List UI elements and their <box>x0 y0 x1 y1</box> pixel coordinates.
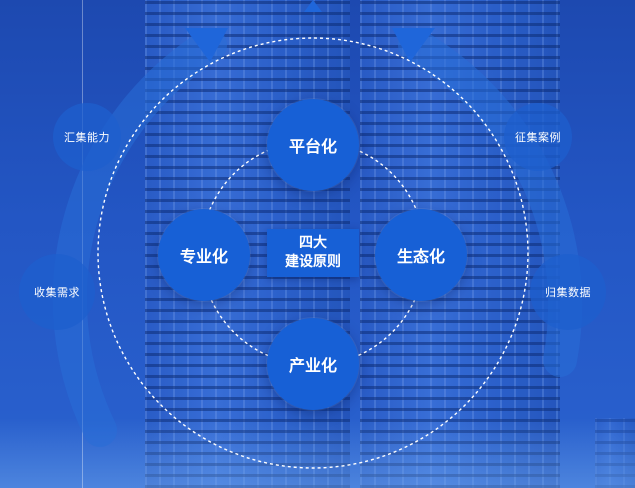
station-left-lower <box>19 254 95 330</box>
label-left-upper: 汇集能力 <box>64 131 110 144</box>
arrow-top-icon <box>304 0 322 12</box>
outer-dashed-ring <box>97 37 529 469</box>
node-left: 专业化 <box>158 209 250 301</box>
node-right-label: 生态化 <box>396 247 445 266</box>
arrow-left-icon <box>185 28 228 62</box>
label-right-lower: 归集数据 <box>545 286 591 299</box>
label-left-lower: 收集需求 <box>34 286 80 299</box>
node-left-label: 专业化 <box>179 247 228 266</box>
node-bottom: 产业化 <box>267 318 359 410</box>
cycle-arc-left <box>52 28 227 447</box>
arrow-right-icon <box>392 28 435 62</box>
skyscraper-far <box>595 418 635 488</box>
node-bottom-label: 产业化 <box>288 356 337 375</box>
station-right-lower <box>530 254 606 330</box>
center-title-line2: 建设原则 <box>285 254 341 270</box>
node-right: 生态化 <box>375 209 467 301</box>
center-title-box: 四大 建设原则 <box>267 229 359 277</box>
station-right-upper <box>504 103 572 171</box>
station-left-upper <box>53 103 121 171</box>
node-top: 平台化 <box>267 99 359 191</box>
label-right-upper: 征集案例 <box>515 131 561 144</box>
center-title-line1: 四大 <box>299 235 327 251</box>
node-top-label: 平台化 <box>288 137 337 156</box>
